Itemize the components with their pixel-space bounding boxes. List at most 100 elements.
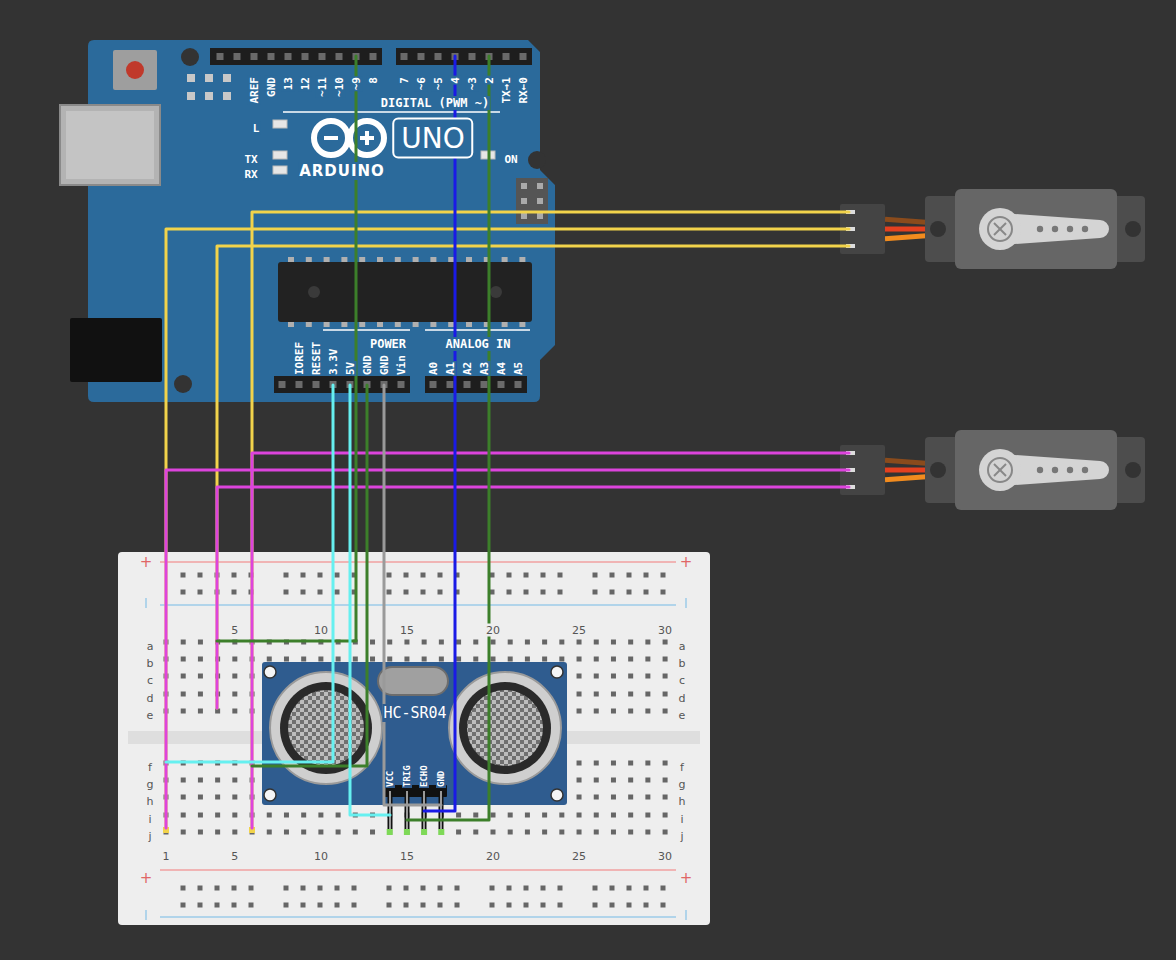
rail-hole [524, 573, 529, 578]
mounting-hole [264, 789, 276, 801]
breadboard-hole [577, 674, 582, 679]
jumper-wire [217, 487, 849, 708]
led-label: TX [243, 153, 258, 166]
pin-label: ~6 [415, 76, 428, 91]
breadboard-hole [232, 813, 237, 818]
brand-name: ARDUINO [298, 162, 386, 180]
led [273, 166, 287, 174]
led [273, 120, 287, 128]
rail-hole [507, 590, 512, 595]
breadboard-hole [250, 778, 255, 783]
breadboard-hole [577, 657, 582, 662]
breadboard-hole [181, 761, 186, 766]
breadboard-hole [628, 709, 633, 714]
module-name: HC-SR04 [382, 704, 447, 722]
header-hole [430, 381, 437, 388]
breadboard-hole [232, 709, 237, 714]
pin-label: GND [265, 76, 278, 98]
header-hole [435, 53, 442, 60]
icsp-pin [205, 74, 213, 82]
breadboard-hole [215, 830, 220, 835]
breadboard-hole [232, 657, 237, 662]
sensor-pin-leg [422, 791, 427, 829]
breadboard-hole [645, 813, 650, 818]
breadboard-hole [663, 778, 668, 783]
jumper-wire [217, 246, 849, 708]
connector-pin [846, 468, 855, 472]
breadboard-hole [490, 830, 495, 835]
rail-hole [352, 590, 357, 595]
ultrasonic-sensor-shape [262, 662, 567, 805]
breadboard-hole [628, 692, 633, 697]
breadboard-hole [387, 657, 392, 662]
breadboard-hole [301, 813, 306, 818]
breadboard-hole [645, 709, 650, 714]
breadboard-hole [387, 640, 392, 645]
breadboard-hole [164, 813, 169, 818]
rail-hole [301, 903, 306, 908]
breadboard-hole [232, 830, 237, 835]
header-hole [464, 381, 471, 388]
mounting-hole [551, 666, 563, 678]
rail-hole [593, 573, 598, 578]
horn-hole [1052, 467, 1058, 473]
rail-hole [181, 886, 186, 891]
breadboard-hole [628, 813, 633, 818]
breadboard-hole [250, 692, 255, 697]
horn-screw [988, 458, 1012, 482]
breadboard-hole [490, 813, 495, 818]
servo-horn-hub [979, 208, 1021, 250]
pin-header [210, 48, 382, 65]
pin-label: 7 [398, 76, 411, 85]
row-letter: c [146, 674, 154, 687]
rail-hole [404, 573, 409, 578]
sensor-pin-leg [423, 791, 425, 829]
logo-ring [314, 121, 348, 155]
power-jack [70, 318, 162, 382]
jumper-wire [252, 453, 849, 828]
breadboard-hole [645, 657, 650, 662]
ultrasonic-sensor: HC-SR04VCCTRIGECHOGND [262, 662, 567, 805]
breadboard-hole [542, 640, 547, 645]
breadboard-hole [404, 657, 409, 662]
pin-header [425, 376, 527, 393]
row-letter: g [678, 778, 687, 791]
breadboard-hole [250, 709, 255, 714]
rail-hole [198, 590, 203, 595]
sensor-pin-leg [388, 791, 393, 829]
breadboard-hole [611, 795, 616, 800]
header-hole [401, 53, 408, 60]
row-letter: f [147, 761, 153, 774]
breadboard-hole [164, 761, 169, 766]
column-number: 15 [399, 624, 415, 637]
breadboard-hole [594, 640, 599, 645]
breadboard-hole [164, 674, 169, 679]
breadboard-hole [422, 830, 427, 835]
breadboard-hole [611, 674, 616, 679]
breadboard-hole [663, 657, 668, 662]
breadboard-hole [663, 813, 668, 818]
rail-hole [404, 903, 409, 908]
breadboard-hole [181, 813, 186, 818]
breadboard-hole [250, 795, 255, 800]
rail-line-negative [160, 604, 676, 606]
breadboard-hole [267, 830, 272, 835]
column-number: 15 [399, 850, 415, 863]
pin-label: TX→1 [500, 76, 513, 105]
led-label: RX [243, 168, 258, 181]
pin-label: ~9 [350, 76, 363, 91]
breadboard-hole [577, 778, 582, 783]
breadboard-hole [473, 657, 478, 662]
logo-minus [324, 136, 338, 140]
breadboard-hole [232, 640, 237, 645]
rail-hole [215, 903, 220, 908]
led-label: L [252, 122, 261, 135]
breadboard-hole [663, 830, 668, 835]
header-hole [279, 381, 286, 388]
header-hole [520, 53, 527, 60]
rail-hole [318, 573, 323, 578]
breadboard-hole [559, 657, 564, 662]
breadboard-hole [645, 640, 650, 645]
servo-connector [840, 445, 885, 495]
